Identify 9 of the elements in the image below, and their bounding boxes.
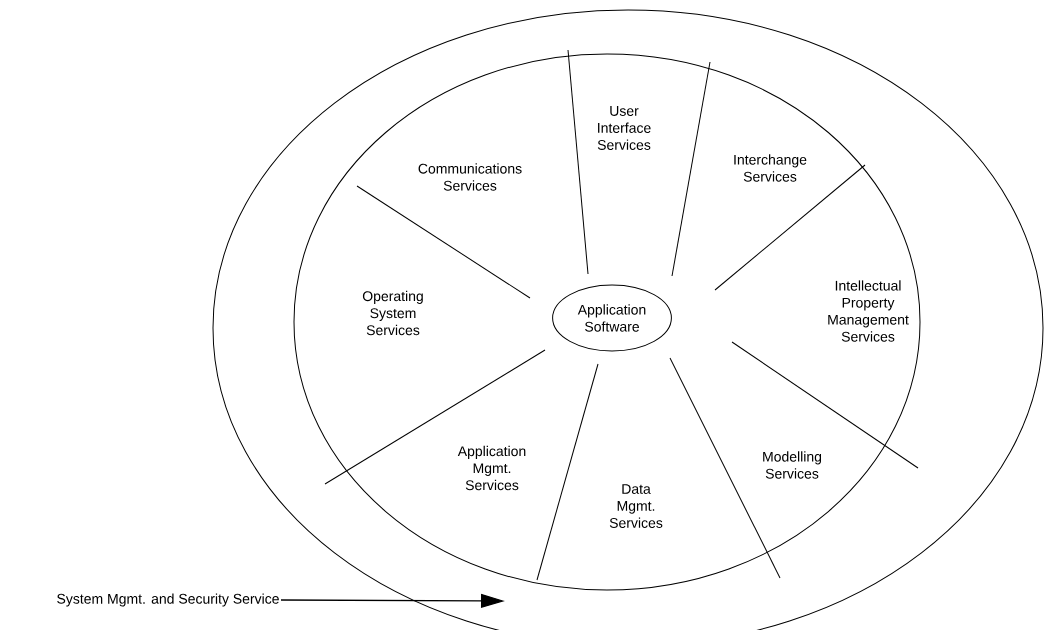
segment-label: Intellectual Property Management Services bbox=[828, 280, 909, 342]
segment-label: Interchange Services bbox=[734, 154, 807, 182]
ring-label: System Mgmt. and Security Service bbox=[57, 593, 279, 607]
segment-label: Modelling Services bbox=[763, 451, 822, 479]
segment-label: Communications Services bbox=[418, 163, 522, 191]
segment-label: User Interface Services bbox=[597, 106, 651, 150]
segment-label: Operating System Services bbox=[362, 290, 423, 336]
segment-label: Application Mgmt. Services bbox=[457, 445, 526, 491]
segment-label: Data Mgmt. Services bbox=[609, 484, 663, 528]
